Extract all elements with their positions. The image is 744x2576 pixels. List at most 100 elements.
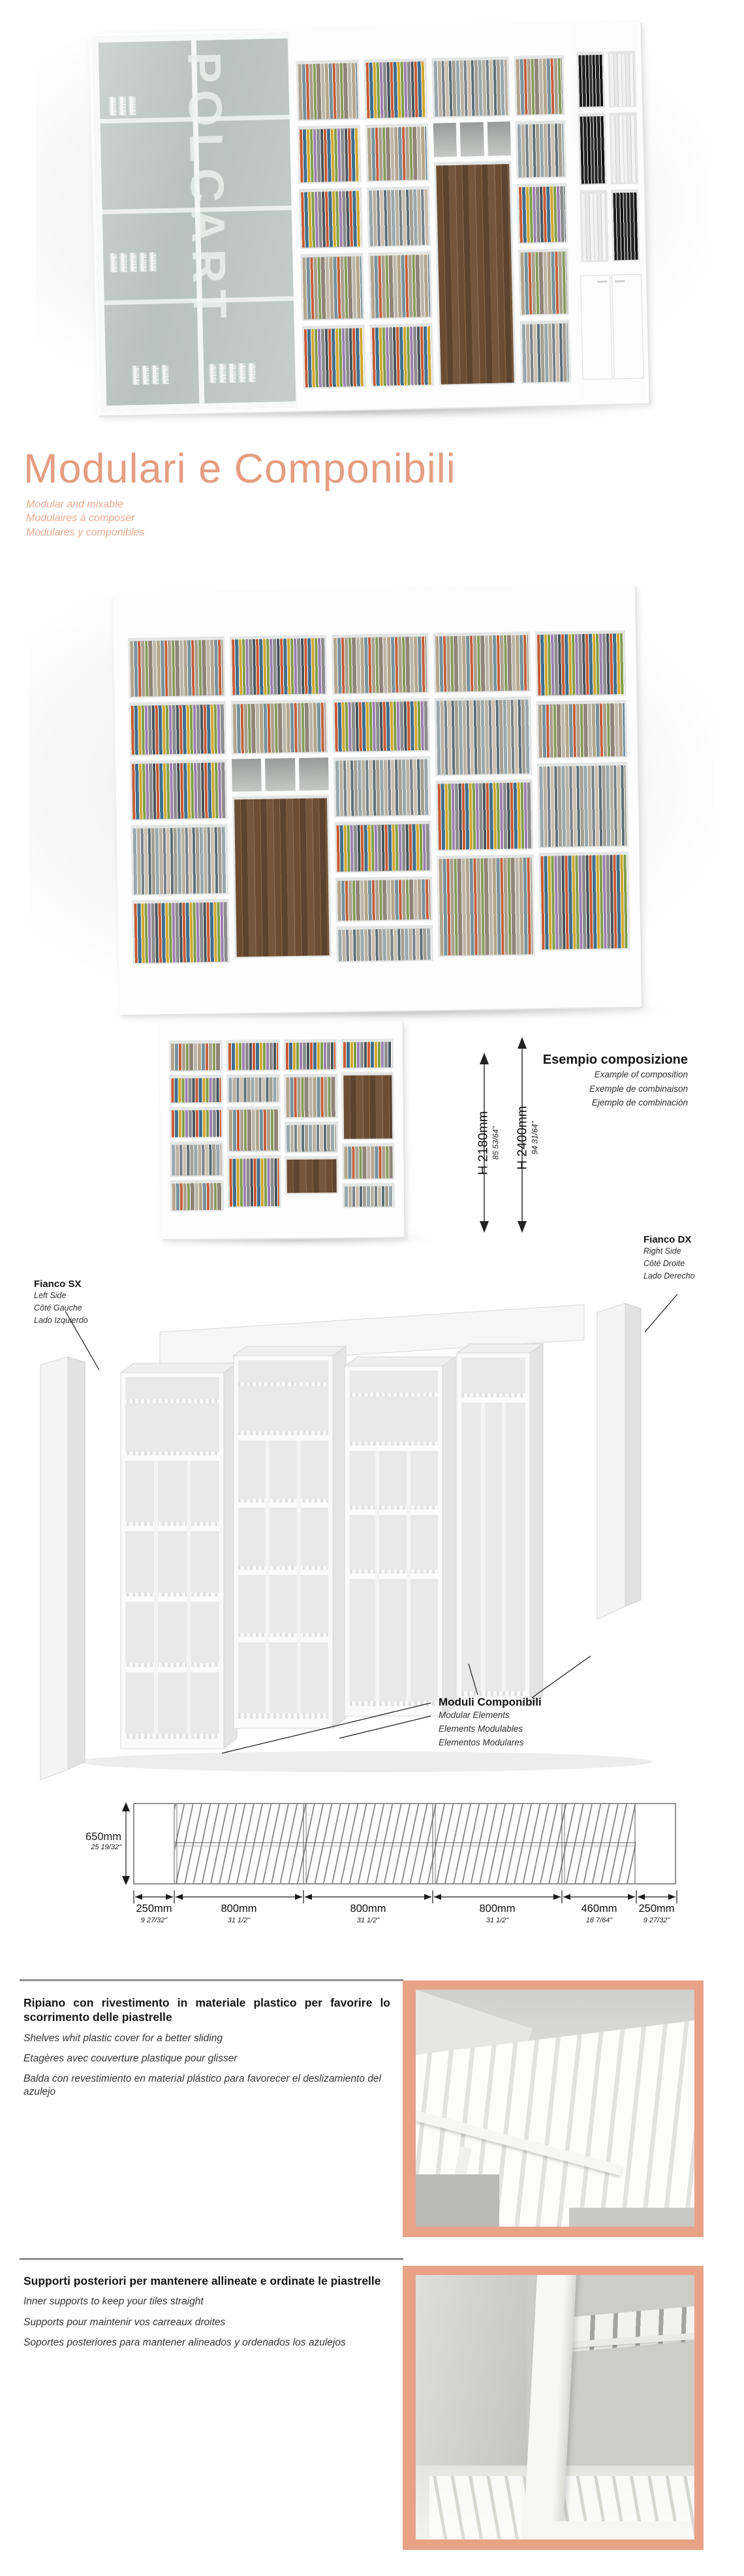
right-side-translation: Right Side <box>643 1247 681 1256</box>
feature-1-photo <box>403 1980 704 2237</box>
width-dimension-label: 800mm 31 1/2" <box>332 1903 404 1924</box>
shelf-cell <box>130 759 228 821</box>
hero-shelving-unit: BINDER BINDER BINDER BINDER BINDER BINDE… <box>89 21 649 416</box>
shelf-cell <box>332 633 429 695</box>
left-side-translation: Left Side <box>34 1291 67 1300</box>
shelf-cell <box>364 57 428 120</box>
book-spines <box>334 701 428 752</box>
width-imperial: 31 1/2" <box>227 1916 251 1924</box>
composition-translation: Ejemplo de combinación <box>591 1098 688 1108</box>
width-metric: 800mm <box>350 1903 386 1915</box>
divider-slot-row <box>231 757 329 792</box>
glass-sheen <box>98 38 296 406</box>
width-imperial: 31 1/2" <box>486 1916 509 1924</box>
section-divider <box>20 1979 403 1981</box>
shelf-cell <box>580 189 609 262</box>
shelf-cell <box>131 823 229 896</box>
book-spines <box>436 699 531 775</box>
feature-2-translation: Inner supports to keep your tiles straig… <box>23 2296 204 2308</box>
width-dimension-label: 250mm 9 27/32" <box>118 1903 190 1924</box>
composition-translation: Example of composition <box>594 1070 688 1079</box>
supports-photo <box>416 2275 694 2539</box>
shelf-cell <box>611 189 640 262</box>
book-spines <box>433 59 508 117</box>
depth-metric: 650mm <box>85 1831 121 1843</box>
shelf-cell <box>516 183 568 244</box>
exploded-view-diagram <box>40 1294 678 1781</box>
width-metric: 250mm <box>136 1903 172 1915</box>
book-spines <box>540 855 628 950</box>
shelf-cell <box>132 898 230 964</box>
modules-translation: Elements Modulables <box>439 1723 523 1734</box>
door-handle <box>597 280 608 283</box>
shelf-cell <box>366 185 431 248</box>
book-spines <box>520 251 568 315</box>
cabinet-door <box>580 274 613 380</box>
width-metric: 800mm <box>221 1903 257 1915</box>
full-shelving-unit <box>112 585 642 1015</box>
feature-1-text: Ripiano con rivestimento in materiale pl… <box>23 1996 390 2099</box>
page-subtitle: Modular and mixable <box>26 499 123 510</box>
height-dimension-arrows <box>480 1037 527 1233</box>
width-metric: 800mm <box>479 1903 516 1915</box>
binder-spines <box>578 54 604 107</box>
height-dim-metric: H 2400mm <box>515 1105 530 1170</box>
left-side-translation: Lado Izquierdo <box>34 1315 88 1325</box>
vertical-slot <box>265 757 296 791</box>
book-spines <box>299 128 360 183</box>
width-dimension-label: 800mm 31 1/2" <box>461 1903 533 1924</box>
shelf-photo <box>416 1990 694 2227</box>
vertical-slot <box>231 758 262 792</box>
right-side-title: Fianco DX <box>643 1234 692 1245</box>
book-spines <box>365 61 426 119</box>
binder-spines <box>580 116 605 184</box>
book-spines <box>370 254 431 318</box>
height-dimension-1: H 2180mm 85 53/64" <box>476 1098 501 1189</box>
book-spines <box>301 191 361 248</box>
shelf-cell <box>368 251 433 320</box>
book-spines <box>336 823 430 872</box>
feature-2-translation: Supports pour maintenir vos carreaux dro… <box>23 2316 226 2328</box>
book-spines <box>131 704 225 755</box>
shelf-cell <box>578 112 607 185</box>
shelf-cell <box>298 187 364 249</box>
feature-2-translation: Soportes posteriores para mantener aline… <box>23 2336 346 2348</box>
shelf-cell <box>297 125 362 184</box>
book-spines <box>335 759 429 816</box>
book-spines <box>132 762 226 819</box>
vertical-slot <box>298 757 329 791</box>
title-block: Modulari e Componibili Modular and mixab… <box>23 445 456 539</box>
feature-1-translation: Balda con revestimiento en material plás… <box>23 2073 381 2098</box>
right-side-translation: Lado Derecho <box>643 1271 695 1280</box>
hero-middle-section <box>288 25 580 407</box>
shelf-cell <box>302 325 366 389</box>
book-spines <box>518 186 566 243</box>
binder-spines <box>610 54 635 106</box>
shelf-cell <box>536 699 628 759</box>
right-side-label: Fianco DX Right Side Côté Droite Lado De… <box>643 1234 695 1282</box>
page-title: Modulari e Componibili <box>23 446 456 492</box>
book-spines <box>134 902 228 963</box>
plan-dimension-diagram <box>122 1802 677 1903</box>
book-spines <box>537 633 625 696</box>
width-imperial: 31 1/2" <box>356 1916 380 1924</box>
feature-1-translation: Etagères avec couverture plastique pour … <box>23 2052 238 2064</box>
shelf-cell <box>535 629 627 697</box>
shelf-cell <box>519 320 571 384</box>
depth-imperial: 25 19/32" <box>91 1843 121 1851</box>
binder-spines <box>613 192 638 261</box>
feature-2-title: Supporti posteriori per mantenere alline… <box>23 2274 381 2287</box>
door-handle <box>615 280 625 283</box>
width-metric: 250mm <box>638 1903 675 1915</box>
shelf-cell <box>437 854 535 957</box>
shelf-cell <box>433 631 531 693</box>
tall-panel-cell <box>232 795 332 959</box>
hero-right-section <box>572 24 646 400</box>
tall-panel-cell <box>434 161 516 386</box>
shelf-cell <box>336 925 433 963</box>
composition-title: Esempio composizione <box>542 1053 688 1067</box>
height-dim-metric: H 2180mm <box>476 1111 491 1175</box>
composition-example-label: Esempio composizione Example of composit… <box>543 1053 688 1110</box>
book-spines <box>337 879 431 921</box>
